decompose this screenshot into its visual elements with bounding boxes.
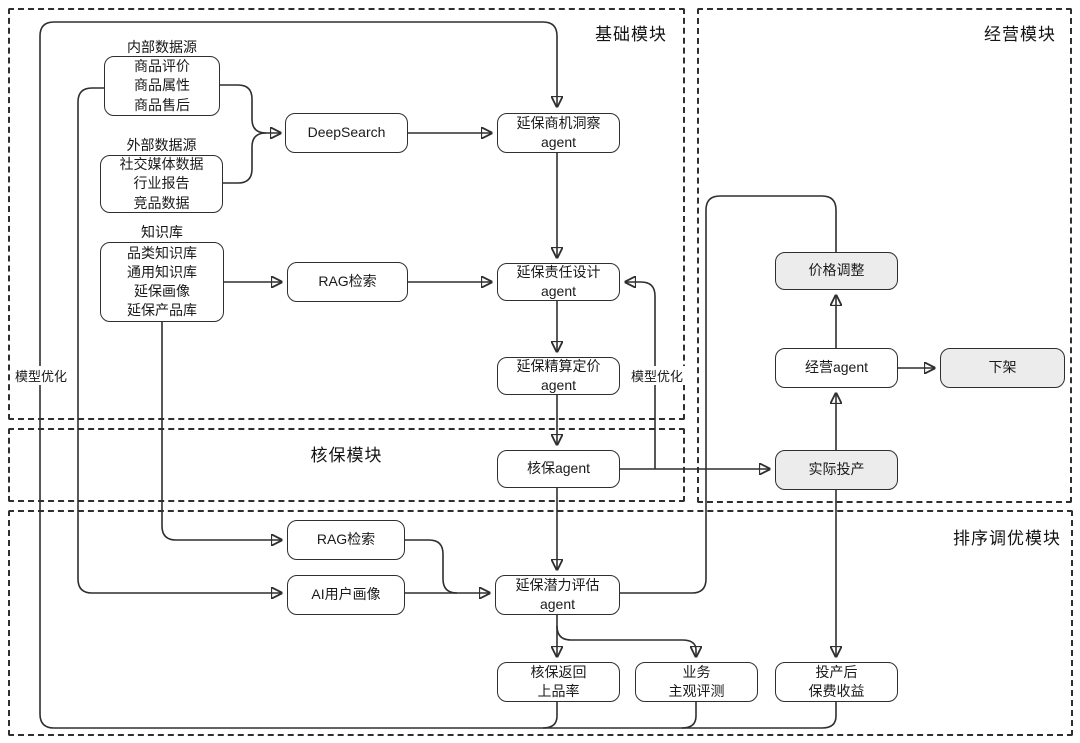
module-base-label: 基础模块 [595,25,667,44]
node-underwriting-return: 核保返回 上品率 [497,662,620,702]
edge-external-to-deepsearch [223,132,267,184]
edge-model-opt-loop-left [39,21,822,729]
node-internal-source: 商品评价 商品属性 商品售后 [104,56,220,116]
node-underwriting-agent: 核保agent [497,450,620,488]
edge-internal-to-deepsearch [220,84,280,133]
edge-premium-loop-stub [821,702,837,729]
node-price-adjustment: 价格调整 [775,252,898,290]
node-external-source: 社交媒体数据 行业报告 竞品数据 [100,155,223,213]
node-production: 实际投产 [775,450,898,490]
node-design-agent: 延保责任设计agent [497,263,620,301]
node-rag-search-top: RAG检索 [287,262,408,302]
node-subjective-eval: 业务 主观评测 [635,662,758,702]
node-delist: 下架 [940,348,1065,388]
node-rag-search-bottom: RAG检索 [287,520,405,560]
model-optimization-label-left: 模型优化 [12,366,70,385]
module-operations: 经营模块 [697,8,1072,503]
internal-source-label: 内部数据源 [127,39,197,55]
knowledge-base-label: 知识库 [141,224,183,240]
external-source-label: 外部数据源 [126,137,197,153]
edge-subjective-loop-stub [681,702,697,729]
node-pricing-agent: 延保精算定价agent [497,357,620,395]
edge-kb-to-rag-bottom [161,322,281,540]
edge-internal-to-ai-profile [77,87,281,593]
node-knowledge-base: 品类知识库 通用知识库 延保画像 延保产品库 [100,242,224,322]
edge-rag-bottom-merge [405,539,458,594]
node-opportunity-agent: 延保商机洞察agent [497,113,620,153]
node-ai-user-profile: AI用户画像 [287,575,405,615]
node-premium-income: 投产后 保费收益 [775,662,898,702]
edge-return-rate-loop-stub [542,702,558,729]
edge-potential-to-price-adjust [620,195,837,594]
module-underwriting: 核保模块 [8,428,685,502]
module-base: 基础模块 [8,8,685,420]
edge-model-opt-feedback-right [626,282,656,469]
module-operations-label: 经营模块 [984,25,1056,44]
module-ranking-label: 排序调优模块 [953,529,1061,548]
model-optimization-label-right: 模型优化 [628,366,686,385]
node-potential-agent: 延保潜力评估agent [495,575,620,615]
module-underwriting-label: 核保模块 [310,446,383,465]
module-ranking: 排序调优模块 [8,510,1073,736]
edge-potential-to-subjective [556,625,696,656]
node-deepsearch: DeepSearch [285,113,408,153]
node-operations-agent: 经营agent [775,348,898,388]
